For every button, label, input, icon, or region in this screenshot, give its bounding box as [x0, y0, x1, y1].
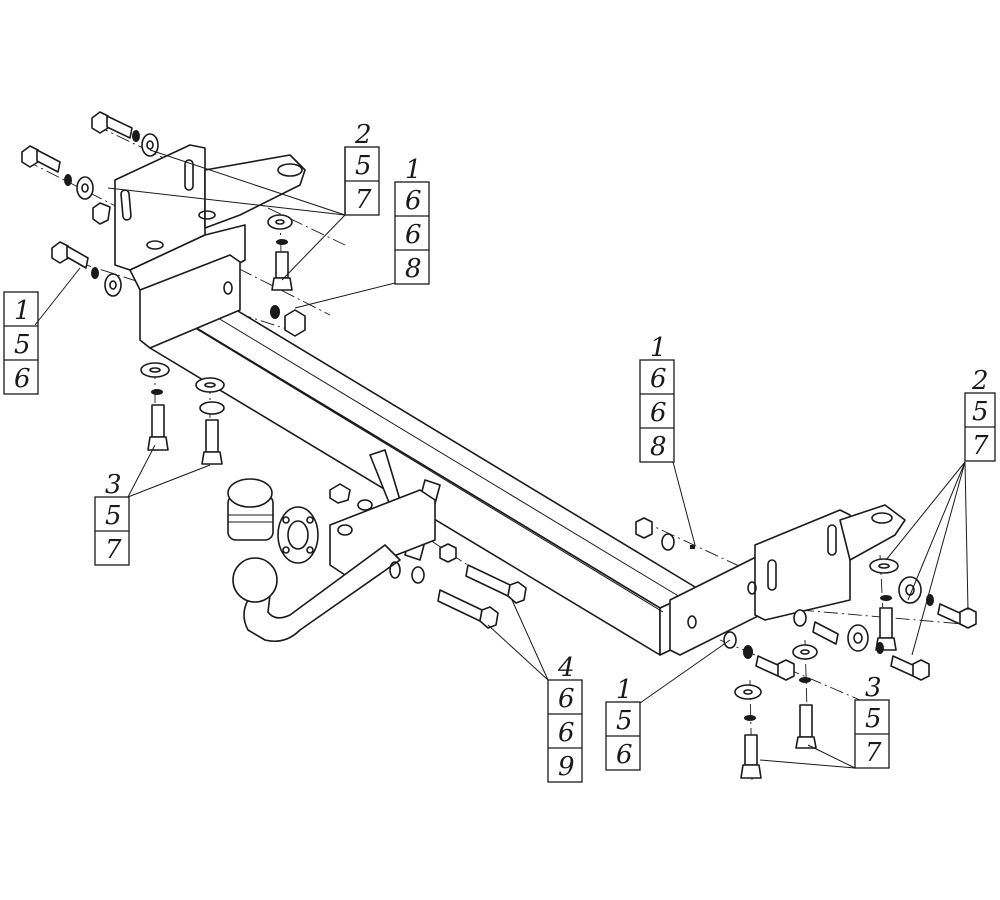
- left-bracket: [114, 144, 306, 349]
- callout-item: 9: [558, 752, 575, 782]
- callout-item: 6: [558, 718, 575, 748]
- callout-item: 6: [405, 220, 422, 250]
- callout-item: 7: [865, 738, 882, 768]
- callout-item: 3: [105, 470, 122, 500]
- callout-item: 5: [865, 704, 882, 734]
- callout-item: 5: [14, 330, 31, 360]
- long-bolt-1: [465, 564, 527, 604]
- callout-item: 2: [354, 120, 372, 150]
- bolt-vertical-top: [267, 214, 293, 291]
- long-bolt-2: [437, 589, 499, 629]
- bolt-left-bottom-2: [195, 377, 225, 465]
- callout-top-middle-b: 1 6 6 8: [394, 155, 430, 285]
- leader-lines: [34, 149, 969, 769]
- callout-item: 8: [650, 432, 667, 462]
- callout-item: 7: [972, 431, 989, 461]
- callout-item: 6: [616, 740, 633, 770]
- bolt-right-horizontal-3: [890, 655, 930, 681]
- bolt-top-1: [91, 111, 159, 157]
- callout-bottom-right-a: 1 5 6: [605, 675, 641, 771]
- callout-item: 5: [616, 706, 633, 736]
- callout-right-top: 2 5 7: [964, 366, 996, 462]
- callout-item: 8: [405, 254, 422, 284]
- bolt-right-vertical: [869, 558, 899, 651]
- main-beam: [149, 281, 701, 656]
- callout-item: 6: [558, 684, 575, 714]
- bolt-left-4: [51, 241, 122, 297]
- callout-item: 7: [355, 185, 372, 215]
- bolt-top-3: [92, 202, 111, 225]
- callout-bottom-center: 4 6 6 9: [547, 653, 583, 783]
- callout-left-bottom: 3 5 7: [94, 470, 130, 566]
- right-bracket: [669, 504, 906, 656]
- callout-item: 6: [14, 364, 31, 394]
- bolt-right-horizontal-2: [812, 621, 884, 654]
- tow-ball-assembly: [227, 449, 441, 643]
- callout-item: 5: [105, 501, 122, 531]
- callout-top-left: 1 5 6: [3, 291, 39, 395]
- nut-top: [270, 305, 306, 337]
- callout-top-middle-a: 2 5 7: [344, 120, 380, 216]
- callout-item: 1: [650, 333, 667, 363]
- fasteners: [21, 111, 977, 779]
- callout-item: 4: [557, 653, 575, 683]
- callout-item: 1: [14, 296, 31, 326]
- socket-nuts: [411, 543, 457, 584]
- nuts-middle: [635, 517, 695, 551]
- callout-item: 3: [865, 673, 882, 703]
- bolt-right-horizontal-1: [898, 576, 977, 629]
- callout-item: 5: [355, 151, 372, 181]
- callout-item: 5: [972, 397, 989, 427]
- callout-bottom-right-b: 3 5 7: [854, 673, 890, 769]
- bolt-top-2: [21, 145, 94, 200]
- callout-item: 7: [105, 535, 122, 565]
- callout-item: 6: [405, 186, 422, 216]
- callout-item: 6: [650, 398, 667, 428]
- callout-item: 1: [405, 155, 422, 185]
- callout-item: 6: [650, 364, 667, 394]
- callout-center: 1 6 6 8: [639, 333, 675, 463]
- callout-item: 1: [616, 675, 633, 705]
- bolt-right-bottom: [734, 684, 762, 779]
- bolt-left-bottom-1: [140, 362, 170, 451]
- bolt-right-lower: [723, 609, 818, 749]
- callout-item: 2: [971, 366, 989, 396]
